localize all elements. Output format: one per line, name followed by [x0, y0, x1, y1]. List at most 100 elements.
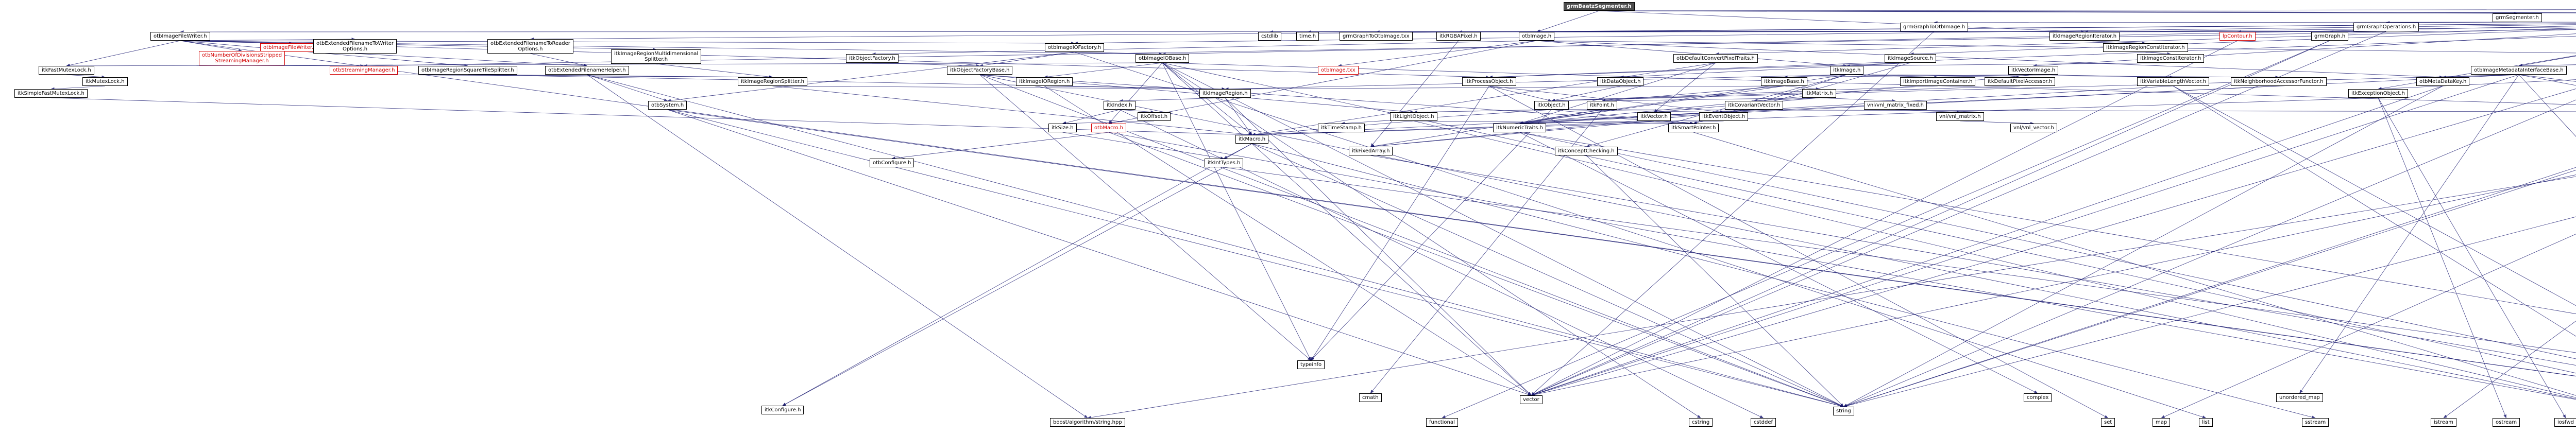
graph-node-n81[interactable]: vnl/vnl_matrix.h — [1936, 112, 1984, 121]
graph-node-n63[interactable]: itkIndex.h — [1104, 101, 1136, 110]
graph-node-n88[interactable]: ostream — [2493, 418, 2520, 427]
graph-node-n73[interactable]: itkNumericTraits.h — [1493, 124, 1546, 132]
include-edge — [891, 132, 1109, 160]
graph-node-n38[interactable]: itkMutexLock.h — [82, 77, 128, 86]
graph-node-n68[interactable]: itkLightObject.h — [1390, 112, 1437, 121]
graph-node-n46[interactable]: otbConfigure.h — [870, 159, 914, 167]
graph-node-n67[interactable]: itkObject.h — [1534, 101, 1569, 110]
graph-node-n53[interactable]: itkVectorImage.h — [2008, 66, 2059, 75]
graph-node-n100[interactable]: complex — [2024, 393, 2052, 402]
graph-node-n69[interactable]: itkMacro.h — [1235, 135, 1269, 144]
include-edge — [667, 109, 2576, 377]
graph-node-n40[interactable]: itkImageIORegion.h — [1016, 77, 1073, 86]
graph-node-n9[interactable]: lpContour.h — [2219, 32, 2256, 41]
graph-node-n0[interactable]: grmBaatzSegmenter.h — [1564, 2, 1635, 11]
include-edge — [1338, 40, 1537, 67]
graph-node-n7[interactable]: grmGraphOperations.h — [2353, 23, 2419, 31]
graph-node-n70[interactable]: itkTimeStamp.h — [1318, 124, 1365, 132]
graph-node-n85[interactable]: string — [1833, 407, 1854, 415]
include-edge — [1531, 31, 2386, 396]
graph-node-n72[interactable]: itkIntTypes.h — [1205, 159, 1244, 167]
graph-node-n80[interactable]: vnl/vnl_matrix_fixed.h — [1864, 101, 1927, 110]
graph-node-n82[interactable]: vnl/vnl_vector.h — [2010, 124, 2057, 132]
graph-node-n98[interactable]: cstddef — [1751, 418, 1776, 427]
graph-node-n102[interactable]: unordered_map — [2276, 393, 2323, 402]
graph-node-n65[interactable]: itkSize.h — [1048, 124, 1077, 132]
graph-node-n92[interactable]: set — [2101, 418, 2115, 427]
graph-node-n55[interactable]: itkImportImageContainer.h — [1900, 77, 1976, 86]
graph-node-n101[interactable]: functional — [1426, 418, 1458, 427]
graph-node-n91[interactable]: map — [2153, 418, 2171, 427]
graph-node-n66[interactable]: itkSmartPointer.h — [1668, 124, 1719, 132]
graph-node-n57[interactable]: itkNeighborhoodAccessorFunctor.h — [2231, 77, 2327, 86]
graph-node-n14[interactable]: otbImage.h — [1519, 32, 1555, 41]
graph-node-n42[interactable]: otbImageIOBase.h — [1136, 54, 1190, 63]
graph-node-n30[interactable]: otbExtendedFilenameToReader Options.h — [487, 39, 573, 54]
include-edge — [180, 40, 242, 52]
graph-node-n50[interactable]: itkImage.h — [1830, 66, 1864, 75]
graph-node-n75[interactable]: itkFixedArray.h — [1349, 147, 1393, 155]
graph-node-n89[interactable]: istream — [2431, 418, 2456, 427]
graph-node-n71[interactable]: itkEventObject.h — [1699, 112, 1749, 121]
graph-node-n41[interactable]: otbImageIOFactory.h — [1045, 43, 1105, 52]
include-edge — [1225, 97, 1532, 396]
graph-node-n105[interactable]: cmath — [1359, 393, 1382, 402]
graph-node-n54[interactable]: itkVariableLengthVector.h — [2137, 77, 2209, 86]
graph-node-n43[interactable]: itkObjectFactory.h — [846, 54, 899, 63]
graph-node-n87[interactable]: sstream — [2302, 418, 2329, 427]
graph-node-n12[interactable]: time.h — [1296, 32, 1319, 41]
graph-node-n20[interactable]: otbImageMetadataInterfaceBase.h — [2471, 66, 2567, 75]
graph-node-n6[interactable]: grmGraphToOtbImage.h — [1900, 23, 1969, 31]
graph-node-n29[interactable]: otbExtendedFilenameToWriter Options.h — [313, 39, 397, 54]
graph-node-n13[interactable]: itkRGBAPixel.h — [1436, 32, 1481, 41]
graph-node-n76[interactable]: itkPoint.h — [1587, 101, 1617, 110]
include-edge — [1536, 30, 1935, 33]
include-edge — [2443, 320, 2576, 419]
graph-node-n77[interactable]: itkVector.h — [1637, 112, 1671, 121]
graph-node-n108[interactable]: boost/algorithm/string.hpp — [1050, 418, 1125, 427]
graph-node-n60[interactable]: itkImageSource.h — [1885, 54, 1936, 63]
graph-node-n56[interactable]: itkDefaultPixelAccessor.h — [1985, 77, 2056, 86]
graph-node-n59[interactable]: itkDataObject.h — [1597, 77, 1644, 86]
graph-node-n90[interactable]: iosfwd — [2554, 418, 2576, 427]
graph-node-n16[interactable]: itkImageRegionIterator.h — [2049, 32, 2120, 41]
graph-node-n31[interactable]: otbExtendedFilenameHelper.h — [545, 66, 629, 75]
graph-node-n32[interactable]: otbNumberOfDivisionsStripped StreamingMa… — [199, 51, 285, 65]
graph-node-n64[interactable]: itkOffset.h — [1138, 112, 1171, 121]
graph-node-n37[interactable]: itkFastMutexLock.h — [39, 66, 94, 75]
include-edge — [1162, 62, 2576, 374]
graph-node-n34[interactable]: itkImageRegionMultidimensional Splitter.… — [611, 49, 702, 64]
graph-node-n11[interactable]: cstdlib — [1258, 32, 1281, 41]
graph-node-n27[interactable]: itkExceptionObject.h — [2348, 89, 2408, 98]
graph-node-n79[interactable]: itkMatrix.h — [1802, 89, 1836, 98]
graph-node-n51[interactable]: itkImageRegionConstIterator.h — [2103, 43, 2188, 52]
graph-node-n74[interactable]: itkConceptChecking.h — [1555, 147, 1618, 155]
graph-node-n10[interactable]: grmGraphToOtbImage.txx — [1340, 32, 1413, 41]
graph-node-n15[interactable]: otbImageFileWriter.h — [150, 32, 210, 41]
graph-node-n61[interactable]: itkProcessObject.h — [1462, 77, 1516, 86]
graph-node-n49[interactable]: otbImage.txx — [1318, 66, 1359, 75]
graph-node-n47[interactable]: otbMacro.h — [1091, 124, 1126, 132]
graph-node-n78[interactable]: itkCovariantVector.h — [1725, 101, 1784, 110]
graph-node-n35[interactable]: otbImageRegionSquareTileSplitter.h — [418, 66, 517, 75]
graph-node-n62[interactable]: itkImageRegion.h — [1199, 89, 1251, 98]
graph-node-n1[interactable]: grmSegmenter.h — [2493, 13, 2542, 22]
include-edge — [2173, 85, 2576, 306]
graph-node-n58[interactable]: itkImageBase.h — [1761, 77, 1807, 86]
graph-node-n97[interactable]: cstring — [1689, 418, 1713, 427]
graph-node-n99[interactable]: typeinfo — [1297, 360, 1325, 369]
graph-node-n44[interactable]: itkObjectFactoryBase.h — [947, 66, 1013, 75]
include-edge — [1531, 40, 2330, 396]
graph-node-n33[interactable]: otbStreamingManager.h — [330, 66, 398, 75]
graph-node-n8[interactable]: grmGraph.h — [2311, 32, 2349, 41]
graph-node-n48[interactable]: otbDefaultConvertPixelTraits.h — [1673, 54, 1758, 63]
graph-node-n45[interactable]: otbSystem.h — [648, 101, 687, 110]
graph-node-n52[interactable]: itkImageConstIterator.h — [2137, 54, 2205, 63]
graph-node-n39[interactable]: itkSimpleFastMutexLock.h — [14, 89, 88, 98]
graph-node-n83[interactable]: itkConfigure.h — [761, 406, 804, 414]
graph-node-n93[interactable]: list — [2199, 418, 2213, 427]
graph-node-n36[interactable]: itkImageRegionSplitter.h — [738, 77, 807, 86]
graph-node-n22[interactable]: otbMetaDataKey.h — [2416, 77, 2470, 86]
graph-node-n84[interactable]: vector — [1520, 395, 1543, 404]
include-edge — [2518, 74, 2576, 137]
